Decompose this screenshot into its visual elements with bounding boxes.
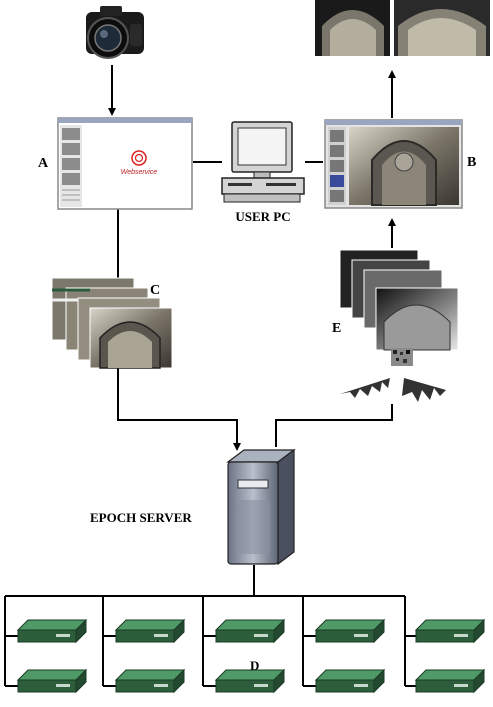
screen-a-webservice-window: Webservice (57, 117, 193, 210)
camera-fan-icon (340, 378, 446, 402)
server-tower-icon (226, 448, 296, 566)
output-renderings (315, 0, 490, 56)
label-b: B (467, 155, 476, 170)
label-epoch-server: EPOCH SERVER (90, 510, 192, 525)
screen-b-viewer-window (324, 119, 463, 209)
depth-maps-e (339, 249, 459, 351)
cluster-node-icon (16, 618, 88, 644)
cluster-node-icon (214, 668, 286, 694)
camera-icon (86, 6, 144, 59)
connection-lines (4, 65, 416, 687)
cluster-node-icon (414, 618, 486, 644)
cluster-node-icon (414, 668, 486, 694)
webservice-label: Webservice (121, 169, 158, 176)
cluster-node-icon (16, 668, 88, 694)
cluster-nodes (16, 618, 486, 694)
desktop-pc-icon (221, 121, 305, 203)
label-a: A (38, 156, 49, 171)
label-user-pc: USER PC (235, 209, 290, 224)
cluster-node-icon (114, 618, 186, 644)
point-cloud-icon (391, 348, 413, 366)
cluster-node-icon (314, 618, 386, 644)
cluster-node-icon (214, 618, 286, 644)
photo-stack-c (51, 277, 173, 369)
cluster-node-icon (114, 668, 186, 694)
label-c: C (150, 283, 160, 298)
cluster-node-icon (314, 668, 386, 694)
label-d: D (250, 658, 259, 673)
label-e: E (332, 321, 341, 336)
webservice-logo-icon (131, 150, 147, 166)
